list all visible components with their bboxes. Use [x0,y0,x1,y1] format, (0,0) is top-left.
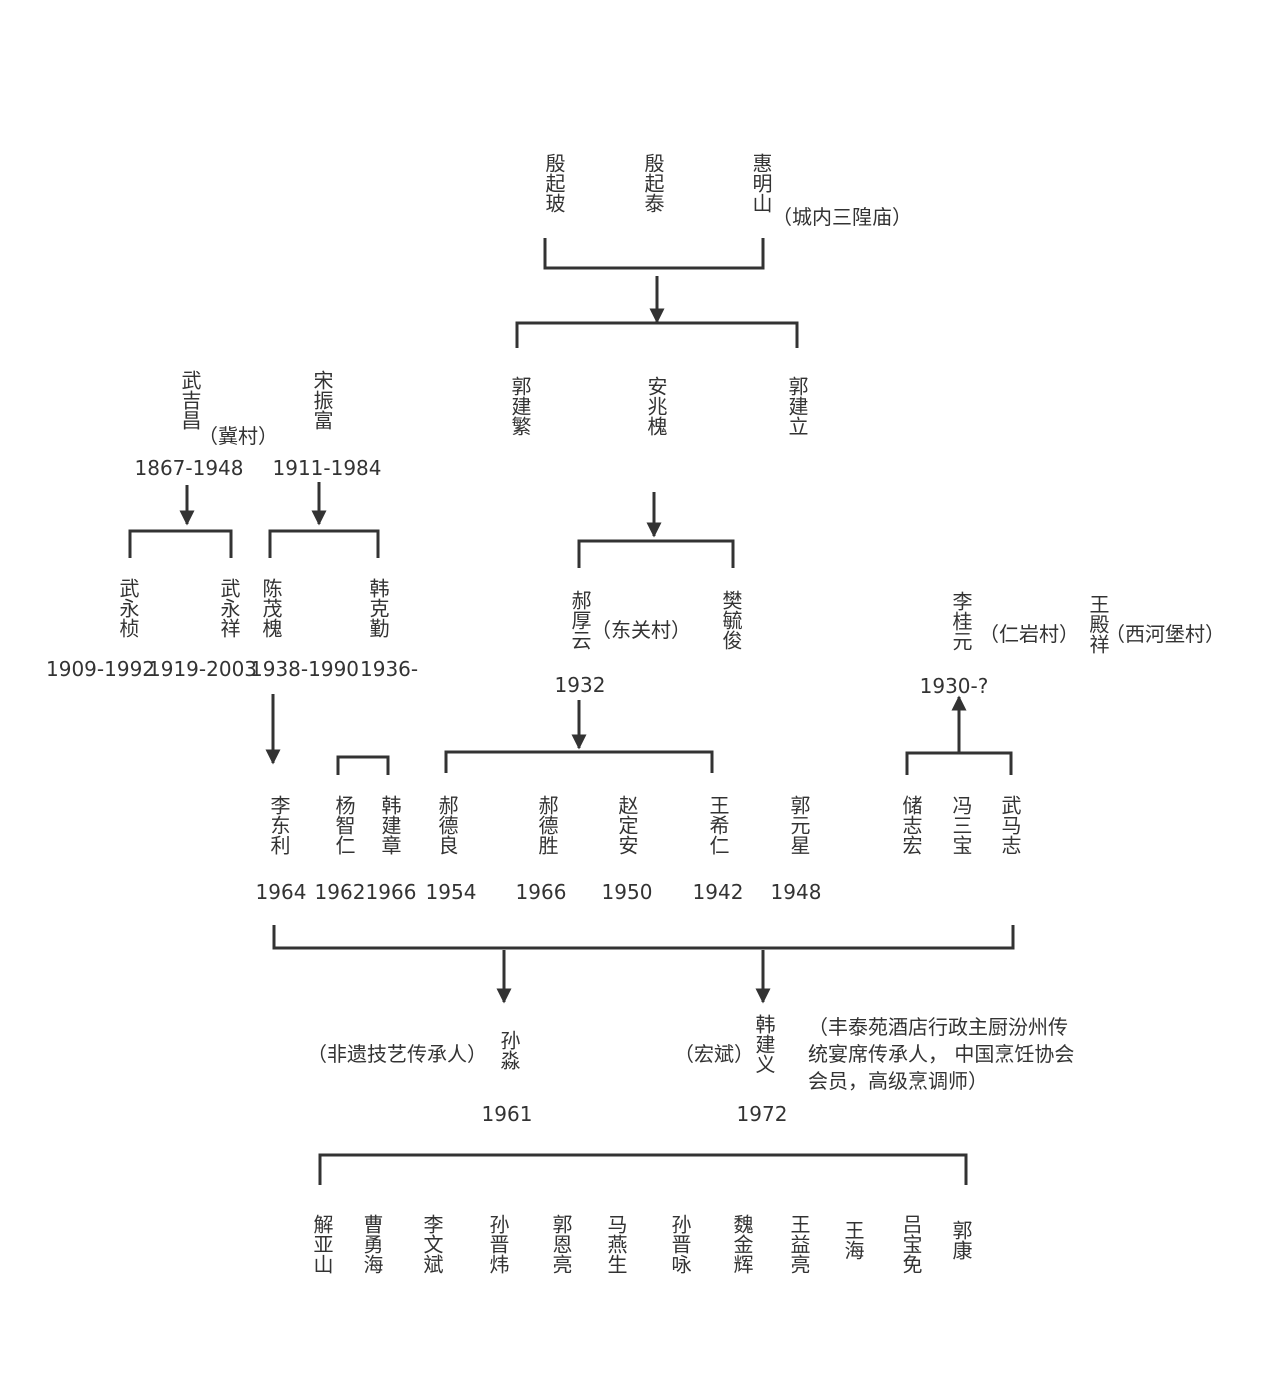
node-li-guiyuan: 李桂元 [949,591,973,651]
node-chen-years: 1938-1990 [250,657,360,681]
node-wu-years: 1867-1948 [134,456,244,480]
node-gen4-name: 李东利 [267,795,291,855]
node-gen4-year: 1950 [601,880,653,904]
node-gen6: 孙晋炜 [486,1214,510,1274]
node-gen4-name: 冯三宝 [949,795,973,855]
node-wu-yongzhen-years: 1909-1992 [46,657,156,681]
node-gen6: 郭恩亮 [549,1214,573,1274]
node-gen4-name: 赵定安 [615,795,639,855]
node-sun-years: 1961 [481,1102,533,1126]
bracket-gen2 [515,321,799,348]
bracket-an-students [577,539,735,568]
node-gen4-name: 武马志 [998,795,1022,855]
bracket-gen6 [318,1153,968,1185]
node-sun-note: （非遗技艺传承人） [307,1042,487,1066]
node-wang-dianxiang: 王殿祥 [1086,594,1110,654]
node-gen4-name: 郭元星 [787,795,811,855]
node-gen4-year: 1966 [365,880,417,904]
node-gen4-name: 王希仁 [706,795,730,855]
node-han-years-5: 1972 [736,1102,788,1126]
node-wu-yongzhen: 武永桢 [116,578,140,638]
bracket-song-students [268,529,380,558]
node-gen6: 郭康 [949,1220,973,1260]
bracket-right-students [905,751,1013,775]
node-gen4-year: 1966 [515,880,567,904]
node-gen4-name: 郝德良 [435,795,459,855]
node-chen-maohuai: 陈茂槐 [259,578,283,638]
node-han-desc-1: （丰泰苑酒店行政主厨汾州传 [808,1015,1068,1039]
node-gen6: 马燕生 [604,1214,628,1274]
node-gen4-name: 储志宏 [899,795,923,855]
node-li-years: 1930-? [919,674,989,698]
node-gen4-year: 1964 [255,880,307,904]
node-gen6: 李文斌 [420,1214,444,1274]
node-hui-note: （城内三隍庙） [772,205,912,229]
node-yin-qitai: 殷起泰 [641,153,665,213]
node-gen6: 曹勇海 [360,1214,384,1274]
node-han-alias: （宏斌） [674,1042,754,1066]
node-wu-jichang: 武吉昌 [178,370,202,430]
node-gen4-year: 1954 [425,880,477,904]
bracket-yang-han [336,755,390,775]
node-han-keqin: 韩克勤 [366,578,390,638]
node-gen6: 王海 [841,1220,865,1260]
node-li-note: （仁岩村） [979,622,1079,646]
bracket-wu-students [128,529,233,558]
node-han-years: 1936- [360,657,419,681]
node-guo-jianli: 郭建立 [785,376,809,436]
node-han-jianyi: 韩建义 [752,1014,776,1074]
bracket-hao-students [444,750,714,773]
node-guo-jianfan: 郭建繁 [508,376,532,436]
node-gen4-year: 1962 [314,880,366,904]
node-hui-mingshan: 惠明山 [749,153,773,213]
node-gen6: 孙晋咏 [668,1214,692,1274]
node-gen4-name: 韩建章 [378,795,402,855]
node-hao-note: （东关村） [591,618,691,642]
bracket-top [543,238,765,270]
node-sun-miao: 孙淼 [497,1030,521,1070]
node-wang-note: （西河堡村） [1105,622,1225,646]
bracket-gen4 [272,925,1015,950]
node-song-zhenfu: 宋振富 [310,370,334,430]
node-hao-years: 1932 [554,673,606,697]
node-song-years: 1911-1984 [272,456,382,480]
node-gen4-name: 杨智仁 [332,795,356,855]
node-gen6: 魏金辉 [730,1214,754,1274]
node-gen6: 解亚山 [310,1214,334,1274]
node-wu-yongxiang: 武永祥 [217,578,241,638]
node-hao-houyun: 郝厚云 [568,590,592,650]
node-gen6: 吕宝免 [899,1214,923,1274]
node-gen6: 王益亮 [787,1214,811,1274]
node-yin-qipo: 殷起玻 [542,153,566,213]
node-wu-yongxiang-years: 1919-2003 [148,657,258,681]
node-gen4-name: 郝德胜 [535,795,559,855]
node-gen4-year: 1948 [770,880,822,904]
node-gen4-year: 1942 [692,880,744,904]
node-han-desc-3: 会员，高级烹调师） [808,1069,988,1093]
node-fan-yujun: 樊毓俊 [719,590,743,650]
node-wu-note: （冀村） [198,424,278,448]
node-han-desc-2: 统宴席传承人， 中国烹饪协会 [808,1042,1075,1066]
node-an-zhaohuai: 安兆槐 [644,376,668,436]
